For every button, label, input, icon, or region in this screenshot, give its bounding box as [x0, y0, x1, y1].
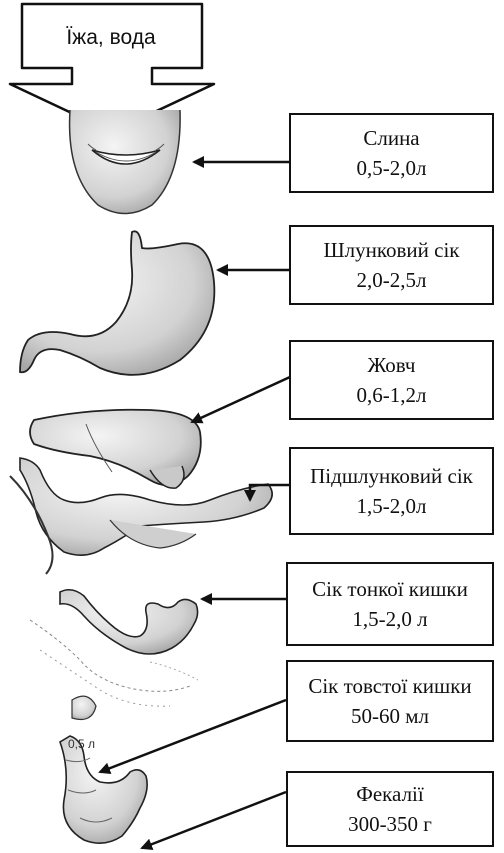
arrow-large-intestine-juice [100, 700, 286, 772]
secretion-amount: 0,5-2,0л [357, 153, 427, 183]
secretion-name: Підшлунковий сік [310, 461, 473, 491]
secretion-amount: 0,6-1,2л [357, 380, 427, 410]
arrow-feces [142, 792, 286, 848]
secretion-name: Слина [363, 123, 419, 153]
input-label: Їжа, вода [36, 26, 186, 50]
secretion-amount: 1,5-2,0 л [352, 604, 427, 634]
secretion-name: Сік товстої кишки [308, 671, 471, 701]
secretion-amount: 50-60 мл [351, 701, 429, 731]
secretion-name: Сік тонкої кишки [312, 574, 468, 604]
stomach-illustration [20, 231, 214, 375]
secretion-box-saliva: Слина 0,5-2,0л [289, 113, 494, 193]
arrow-bile [192, 377, 290, 422]
secretion-box-feces: Фекалії 300-350 г [286, 771, 494, 847]
secretion-box-bile: Жовч 0,6-1,2л [289, 340, 494, 420]
secretion-name: Шлунковий сік [323, 235, 459, 265]
secretion-box-pancreatic-juice: Підшлунковий сік 1,5-2,0л [289, 447, 494, 535]
secretion-box-large-intestine-juice: Сік товстої кишки 50-60 мл [286, 660, 494, 742]
liver-illustration [30, 410, 201, 488]
volume-note: 0,5 л [68, 737, 95, 751]
secretion-box-small-intestine-juice: Сік тонкої кишки 1,5-2,0 л [286, 562, 494, 646]
secretion-amount: 1,5-2,0л [357, 491, 427, 521]
secretion-box-gastric-juice: Шлунковий сік 2,0-2,5л [289, 225, 494, 305]
secretion-name: Жовч [368, 350, 416, 380]
secretion-amount: 2,0-2,5л [357, 265, 427, 295]
secretion-name: Фекалії [356, 779, 423, 809]
face-illustration [70, 110, 181, 214]
small-intestine-illustration [30, 590, 198, 706]
secretion-amount: 300-350 г [348, 809, 432, 839]
